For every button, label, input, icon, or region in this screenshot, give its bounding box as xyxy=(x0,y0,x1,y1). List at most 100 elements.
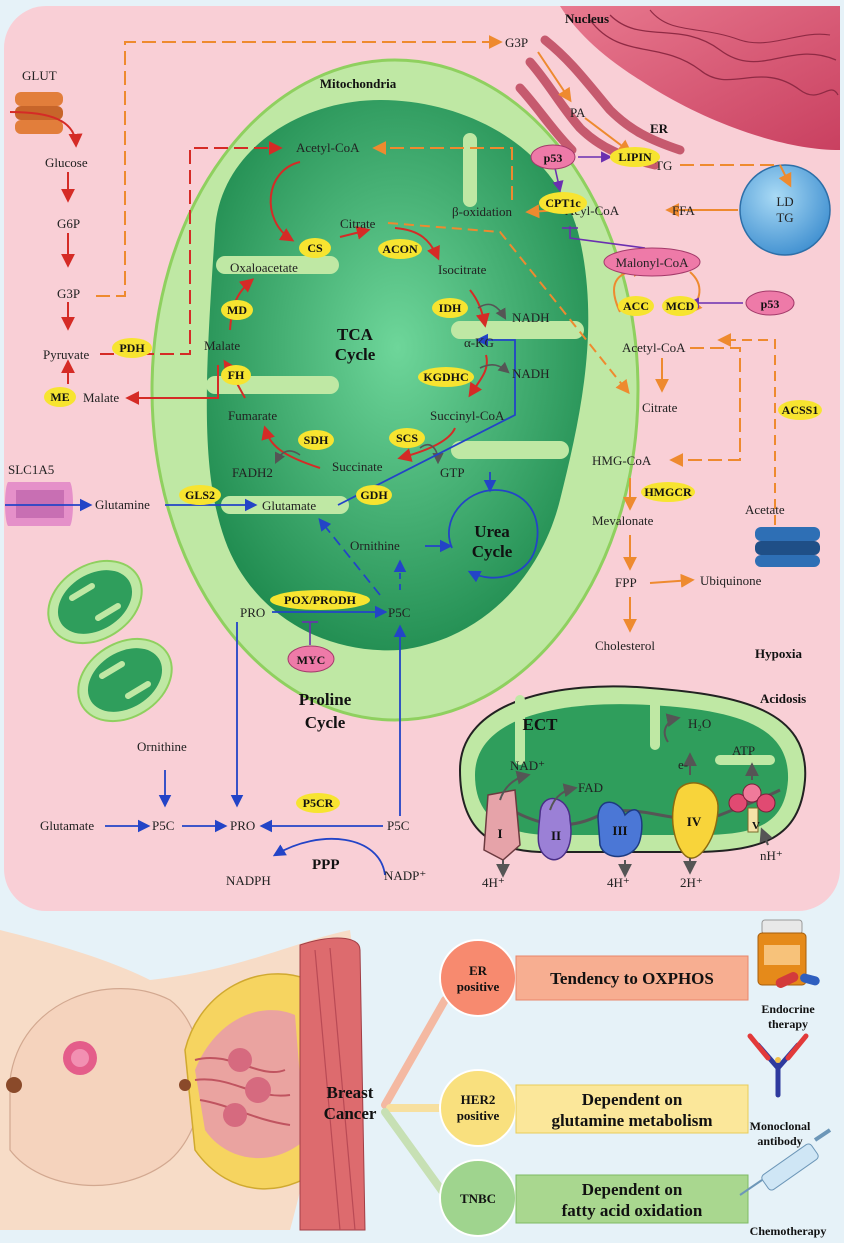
fpp: FPP xyxy=(615,575,637,590)
ld-label: LD xyxy=(776,194,793,209)
acetate: Acetate xyxy=(745,502,785,517)
p53-badge-right: p53 xyxy=(745,290,795,316)
cpt1c-badge: CPT1c xyxy=(539,192,587,214)
idh-badge: IDH xyxy=(432,298,468,318)
ld-tg-label: TG xyxy=(776,210,793,225)
alpha-kg: α-KG xyxy=(464,335,494,350)
lipid-metabolites: G3P PA TG FFA Acyl-CoA β-oxidation Acety… xyxy=(452,35,785,653)
nipple-right xyxy=(179,1079,191,1091)
ornithine-mito: Ornithine xyxy=(350,538,400,553)
kgdhc-badge: KGDHC xyxy=(418,367,474,387)
svg-text:MD: MD xyxy=(227,303,247,317)
svg-text:MCD: MCD xyxy=(666,299,695,313)
svg-text:positive: positive xyxy=(457,979,500,994)
nipple-left xyxy=(6,1077,22,1093)
svg-text:Dependent on: Dependent on xyxy=(582,1180,683,1199)
glutamine-metabolites: Glutamine Glutamate Ornithine Urea Cycle… xyxy=(95,497,513,620)
svg-text:CPT1c: CPT1c xyxy=(545,196,581,210)
myc-badge: MYC xyxy=(287,645,335,673)
tca-side-arrows xyxy=(274,303,510,465)
ect-h-atp-synthase: nH⁺ xyxy=(760,848,783,863)
svg-text:KGDHC: KGDHC xyxy=(423,370,468,384)
svg-text:ACON: ACON xyxy=(382,242,418,256)
gls2-badge: GLS2 xyxy=(179,485,221,505)
tca-title-2: Cycle xyxy=(335,345,376,364)
complex-ii: II xyxy=(537,797,572,861)
svg-text:ME: ME xyxy=(50,390,69,404)
svg-text:CS: CS xyxy=(307,241,323,255)
oxaloacetate: Oxaloacetate xyxy=(230,260,298,275)
antibody-icon xyxy=(747,1033,809,1098)
svg-text:ACSS1: ACSS1 xyxy=(782,403,819,417)
svg-text:V: V xyxy=(752,820,760,832)
acss1-badge: ACSS1 xyxy=(778,400,822,420)
succinate: Succinate xyxy=(332,459,383,474)
glutamate-mito: Glutamate xyxy=(262,498,316,513)
fadh2: FADH2 xyxy=(232,465,273,480)
me-badge: ME xyxy=(44,387,76,407)
hypoxia-label: Hypoxia xyxy=(755,646,802,661)
svg-text:IDH: IDH xyxy=(439,301,462,315)
nadp: NADP⁺ xyxy=(384,868,426,883)
malate-mito: Malate xyxy=(204,338,240,353)
acetyl-coa-cyto: Acetyl-CoA xyxy=(622,340,686,355)
nucleus-label: Nucleus xyxy=(565,11,609,26)
lipin-badge: LIPIN xyxy=(610,147,660,167)
myc-inhibition xyxy=(302,621,318,645)
svg-text:Dependent on: Dependent on xyxy=(582,1090,683,1109)
breast-illustration xyxy=(0,930,366,1231)
svg-text:SDH: SDH xyxy=(304,433,329,447)
mitochondrion-main: Mitochondria xyxy=(150,58,640,722)
svg-text:ER: ER xyxy=(469,963,488,978)
therapy-endocrine-2: therapy xyxy=(768,1017,808,1031)
nadph: NADPH xyxy=(226,873,271,888)
pa: PA xyxy=(570,105,586,120)
md-badge: MD xyxy=(221,300,253,320)
tca-metabolites: TCA Cycle Acetyl-CoA Citrate Isocitrate … xyxy=(204,140,550,480)
scs-badge: SCS xyxy=(389,428,425,448)
g6p-label: G6P xyxy=(57,216,80,231)
svg-text:I: I xyxy=(497,826,502,841)
acc-badge: ACC xyxy=(618,296,654,316)
svg-text:glutamine metabolism: glutamine metabolism xyxy=(551,1111,712,1130)
hmgcr-badge: HMGCR xyxy=(641,482,695,502)
svg-text:FH: FH xyxy=(228,368,245,382)
ect-atp: ATP xyxy=(732,743,755,758)
therapy-endocrine: Endocrine xyxy=(761,1002,815,1016)
lipid-droplet: LD TG xyxy=(739,164,831,256)
svg-text:II: II xyxy=(551,828,561,843)
svg-text:HER2: HER2 xyxy=(461,1092,496,1107)
glutamate-cyto: Glutamate xyxy=(40,818,94,833)
sdh-badge: SDH xyxy=(298,430,334,450)
ect-electron: e- xyxy=(678,757,688,772)
glutamine: Glutamine xyxy=(95,497,150,512)
svg-text:ACC: ACC xyxy=(623,299,649,313)
nadh-1: NADH xyxy=(512,310,550,325)
acetyl-coa-mito: Acetyl-CoA xyxy=(296,140,360,155)
glut-transporter: GLUT xyxy=(15,68,63,134)
slc1a5-label: SLC1A5 xyxy=(8,462,54,477)
ubiquinone: Ubiquinone xyxy=(700,573,762,588)
acidosis-label: Acidosis xyxy=(760,691,806,706)
pdh-badge: PDH xyxy=(112,338,152,358)
acon-badge: ACON xyxy=(378,239,422,259)
svg-text:Tendency to OXPHOS: Tendency to OXPHOS xyxy=(550,969,714,988)
cyto-malate-label: Malate xyxy=(83,390,119,405)
therapy-antibody: Monoclonal xyxy=(750,1119,811,1133)
ect-fad: FAD xyxy=(578,780,603,795)
svg-text:PDH: PDH xyxy=(119,341,145,355)
p5c-cyto-b: P5C xyxy=(387,818,409,833)
mitochondria-label: Mitochondria xyxy=(320,76,397,91)
citrate-mito: Citrate xyxy=(340,216,376,231)
tg: TG xyxy=(655,158,672,173)
pox-prodh-badge: POX/PRODH xyxy=(270,590,370,610)
beta-oxidation: β-oxidation xyxy=(452,204,513,219)
mevalonate: Mevalonate xyxy=(592,513,654,528)
svg-text:p53: p53 xyxy=(544,151,563,165)
glycolysis-metabolites: Glucose G6P G3P Pyruvate Malate xyxy=(43,155,119,405)
slc1a5-transporter: SLC1A5 xyxy=(5,462,73,526)
complex-iv: IV xyxy=(671,782,719,859)
cs-badge: CS xyxy=(299,238,331,258)
small-mitochondrion-1 xyxy=(47,559,143,645)
